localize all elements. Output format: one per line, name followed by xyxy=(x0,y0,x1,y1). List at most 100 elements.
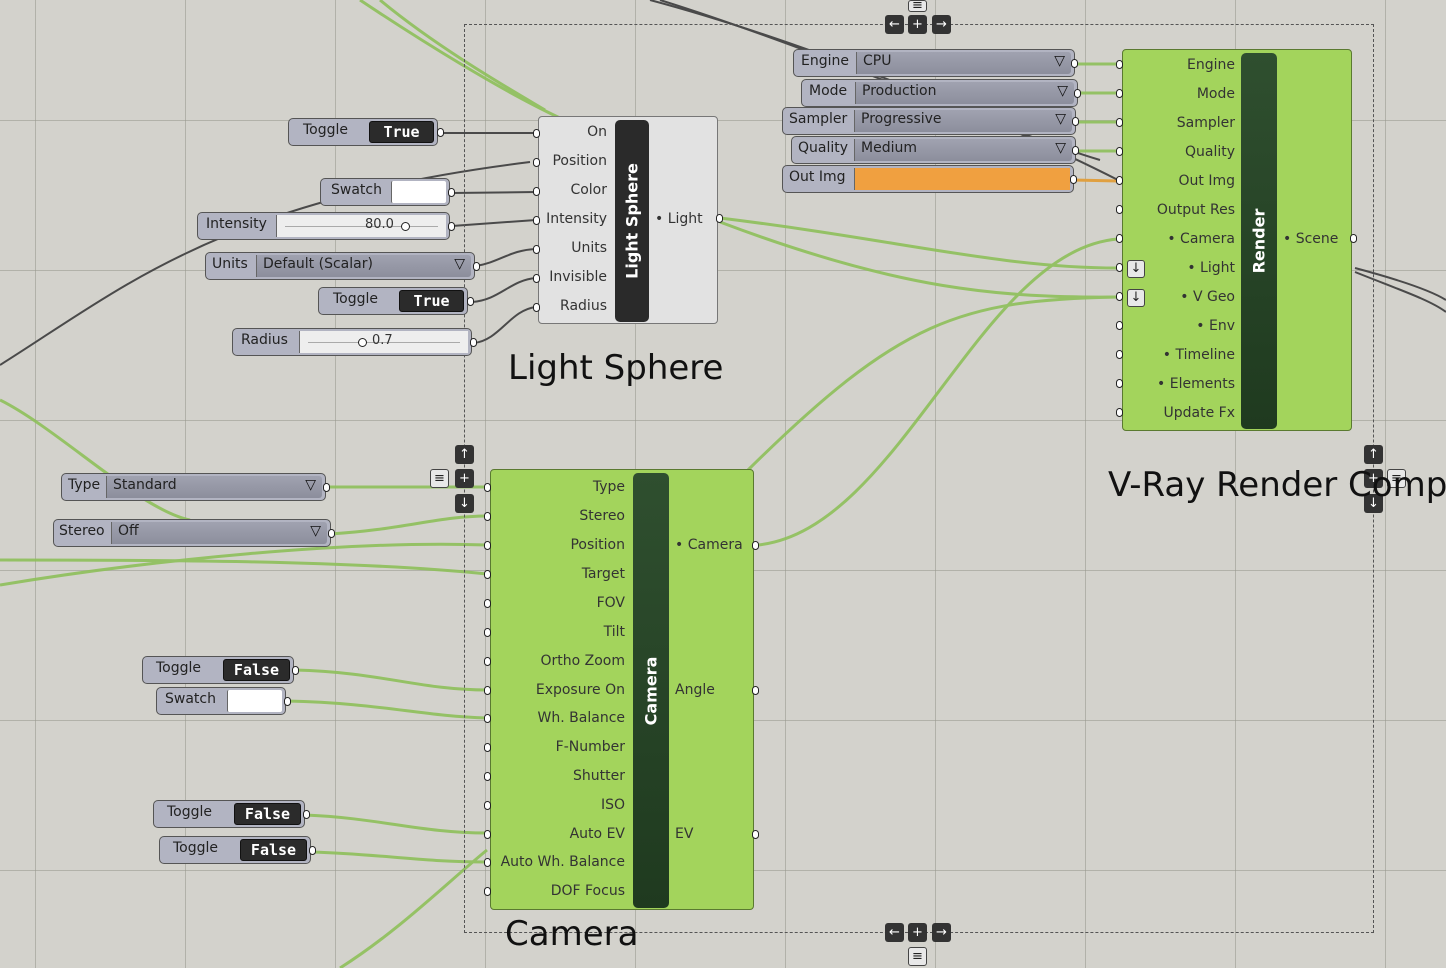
dropdown-value[interactable]: Production ▽ xyxy=(855,82,1074,104)
dropdown-value[interactable]: Progressive ▽ xyxy=(854,110,1072,132)
input-port[interactable] xyxy=(533,216,540,225)
dropdown-value[interactable]: Standard ▽ xyxy=(106,476,322,498)
camera-component[interactable]: Camera Type Stereo Position Target FOV T… xyxy=(490,469,754,910)
output-port[interactable] xyxy=(303,810,310,819)
toggle-value[interactable]: True xyxy=(399,290,464,312)
out-img-param[interactable]: Out Img xyxy=(782,165,1074,193)
input-port[interactable] xyxy=(1116,350,1123,359)
input-port[interactable] xyxy=(484,570,491,579)
dropdown-value[interactable]: CPU ▽ xyxy=(856,52,1071,74)
dropdown-value[interactable]: Medium ▽ xyxy=(854,139,1072,161)
output-port[interactable] xyxy=(448,222,455,231)
dropdown-value[interactable]: Off ▽ xyxy=(111,522,327,544)
output-port[interactable] xyxy=(1071,59,1078,68)
toggle-value[interactable]: False xyxy=(234,803,301,825)
toggle-exposure[interactable]: Toggle False xyxy=(142,656,294,684)
group-menu-icon[interactable]: ≡ xyxy=(908,0,927,12)
zoom-menu-icon[interactable]: ≡ xyxy=(430,469,449,488)
input-port[interactable] xyxy=(484,483,491,492)
render-component[interactable]: Render Engine Mode Sampler Quality Out I… xyxy=(1122,49,1352,431)
output-port[interactable] xyxy=(752,830,759,839)
output-port[interactable] xyxy=(1070,175,1077,184)
input-port[interactable] xyxy=(484,686,491,695)
group-menu-icon[interactable]: ≡ xyxy=(908,947,927,966)
camera-bar[interactable]: Camera xyxy=(633,473,669,908)
out-img-value[interactable] xyxy=(854,168,1070,190)
input-port[interactable] xyxy=(1116,263,1123,272)
input-port[interactable] xyxy=(1116,118,1123,127)
output-port[interactable] xyxy=(1072,117,1079,126)
zoom-down-icon[interactable]: ↓ xyxy=(455,494,474,513)
slider-knob[interactable] xyxy=(358,338,367,347)
toggle-auto-ev[interactable]: Toggle False xyxy=(153,800,305,828)
input-port[interactable] xyxy=(484,743,491,752)
group-right-icon[interactable]: → xyxy=(932,923,951,942)
input-port[interactable] xyxy=(484,801,491,810)
render-bar[interactable]: Render xyxy=(1241,53,1277,429)
input-port[interactable] xyxy=(484,887,491,896)
swatch-color[interactable]: Swatch xyxy=(320,178,450,206)
input-port[interactable] xyxy=(1116,292,1123,301)
input-port[interactable] xyxy=(1116,205,1123,214)
zoom-up-icon[interactable]: ↑ xyxy=(455,445,474,464)
input-port[interactable] xyxy=(533,158,540,167)
output-port[interactable] xyxy=(448,188,455,197)
input-port[interactable] xyxy=(484,512,491,521)
output-port[interactable] xyxy=(752,541,759,550)
units-dropdown[interactable]: Units Default (Scalar) ▽ xyxy=(205,252,475,280)
intensity-slider[interactable]: Intensity 80.0 xyxy=(197,212,450,240)
output-port[interactable] xyxy=(752,686,759,695)
slider-track[interactable]: 80.0 xyxy=(276,215,446,237)
input-port[interactable] xyxy=(1116,379,1123,388)
group-left-icon[interactable]: ← xyxy=(885,15,904,34)
input-port[interactable] xyxy=(484,772,491,781)
stereo-dropdown[interactable]: Stereo Off ▽ xyxy=(53,519,331,547)
swatch-wh-balance[interactable]: Swatch xyxy=(156,687,286,715)
toggle-value[interactable]: False xyxy=(240,839,307,861)
input-port[interactable] xyxy=(533,274,540,283)
zoom-down-icon[interactable]: ↓ xyxy=(1364,494,1383,513)
toggle-auto-wh-balance[interactable]: Toggle False xyxy=(159,836,311,864)
input-port[interactable] xyxy=(484,657,491,666)
swatch-value[interactable] xyxy=(227,690,282,712)
engine-dropdown[interactable]: Engine CPU ▽ xyxy=(793,49,1075,77)
group-plus-icon[interactable]: + xyxy=(908,15,927,34)
input-port[interactable] xyxy=(1116,321,1123,330)
toggle-invisible[interactable]: Toggle True xyxy=(318,287,468,315)
input-port[interactable] xyxy=(484,628,491,637)
group-plus-icon[interactable]: + xyxy=(908,923,927,942)
radius-slider[interactable]: Radius 0.7 xyxy=(232,328,472,356)
flatten-icon[interactable]: ↓ xyxy=(1127,260,1145,278)
swatch-value[interactable] xyxy=(391,181,446,203)
input-port[interactable] xyxy=(533,187,540,196)
input-port[interactable] xyxy=(1116,147,1123,156)
output-port[interactable] xyxy=(284,697,291,706)
quality-dropdown[interactable]: Quality Medium ▽ xyxy=(791,136,1076,164)
slider-knob[interactable] xyxy=(401,222,410,231)
toggle-value[interactable]: False xyxy=(223,659,290,681)
output-port[interactable] xyxy=(309,846,316,855)
sampler-dropdown[interactable]: Sampler Progressive ▽ xyxy=(782,107,1076,135)
input-port[interactable] xyxy=(1116,408,1123,417)
zoom-menu-icon[interactable]: ≡ xyxy=(1387,469,1406,488)
group-left-icon[interactable]: ← xyxy=(885,923,904,942)
input-port[interactable] xyxy=(484,858,491,867)
output-port[interactable] xyxy=(1350,234,1357,243)
output-port[interactable] xyxy=(328,529,335,538)
input-port[interactable] xyxy=(484,541,491,550)
group-right-icon[interactable]: → xyxy=(932,15,951,34)
input-port[interactable] xyxy=(1116,89,1123,98)
output-port[interactable] xyxy=(437,128,444,137)
input-port[interactable] xyxy=(1116,60,1123,69)
slider-track[interactable]: 0.7 xyxy=(299,331,468,353)
zoom-up-icon[interactable]: ↑ xyxy=(1364,445,1383,464)
input-port[interactable] xyxy=(484,830,491,839)
output-port[interactable] xyxy=(473,262,480,271)
input-port[interactable] xyxy=(533,129,540,138)
input-port[interactable] xyxy=(533,245,540,254)
output-port[interactable] xyxy=(716,214,723,223)
output-port[interactable] xyxy=(323,483,330,492)
output-port[interactable] xyxy=(467,297,474,306)
zoom-plus-icon[interactable]: + xyxy=(455,469,474,488)
input-port[interactable] xyxy=(1116,234,1123,243)
